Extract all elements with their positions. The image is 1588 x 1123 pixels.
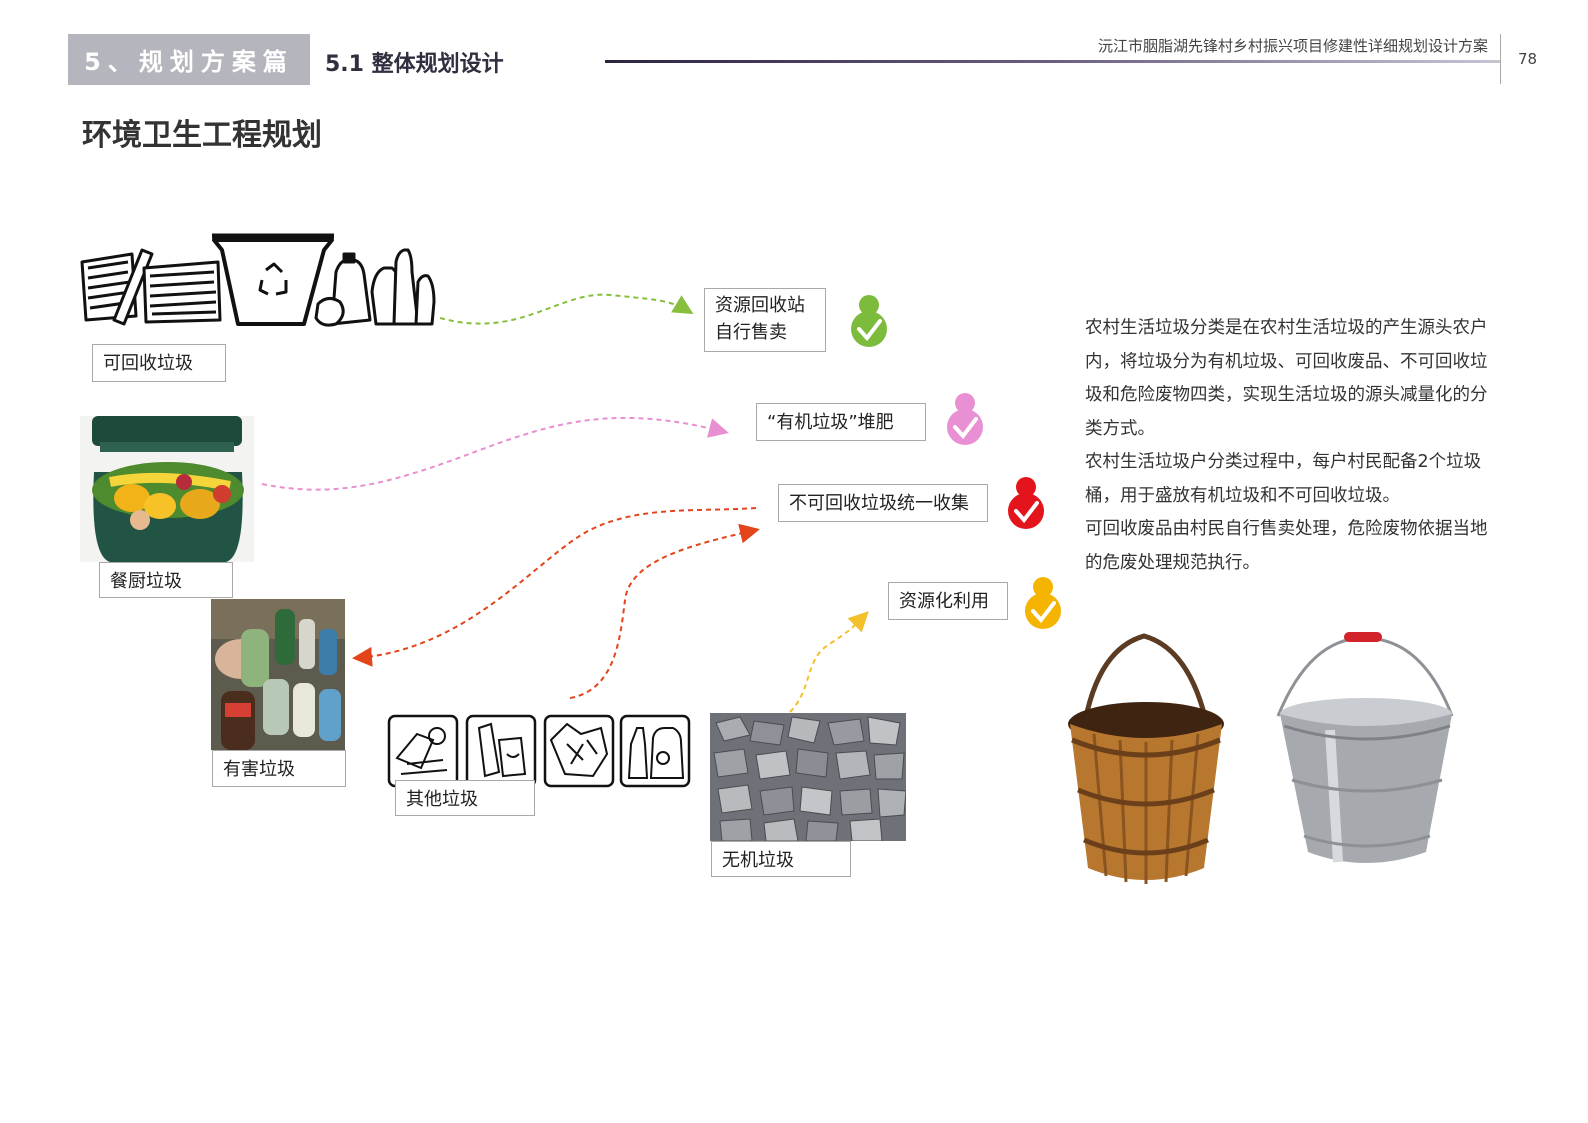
pink-person-check-icon — [947, 393, 983, 445]
other-waste-label: 其他垃圾 — [395, 780, 535, 816]
kitchen-waste-photo — [80, 416, 254, 562]
gold-person-check-icon — [1025, 577, 1061, 629]
recycle-station-label: 资源回收站 自行售卖 — [704, 288, 826, 352]
hazardous-waste-label: 有害垃圾 — [212, 750, 346, 787]
inorganic-waste-label: 无机垃圾 — [711, 841, 851, 877]
hazardous-flow-arrow — [352, 507, 757, 667]
recyclable-waste-label: 可回收垃圾 — [92, 344, 226, 382]
document-title: 沅江市胭脂湖先锋村乡村振兴项目修建性详细规划设计方案 — [1097, 37, 1488, 55]
description-paragraph-2: 农村生活垃圾户分类过程中，每户村民配备2个垃圾桶，用于盛放有机垃圾和不可回收垃圾… — [1085, 452, 1482, 506]
description-paragraph-1: 农村生活垃圾分类是在农村生活垃圾的产生源头农户内，将垃圾分为有机垃圾、可回收废品… — [1085, 318, 1488, 439]
description-text: 农村生活垃圾分类是在农村生活垃圾的产生源头农户内，将垃圾分为有机垃圾、可回收废品… — [1085, 312, 1495, 580]
header-divider — [1500, 34, 1501, 84]
hazardous-waste-photo — [211, 599, 345, 750]
compost-label: “有机垃圾”堆肥 — [756, 403, 926, 441]
kitchen-flow-arrow — [261, 416, 729, 491]
kitchen-waste-label: 餐厨垃圾 — [99, 562, 233, 598]
other-flow-arrow — [569, 523, 760, 699]
section-tag: 5、规划方案篇 — [68, 34, 310, 85]
metal-bucket-image — [1276, 632, 1454, 863]
recycle-station-line2: 自行售卖 — [715, 322, 787, 343]
recycle-station-line1: 资源回收站 — [715, 295, 805, 316]
subsection-title: 5.1 整体规划设计 — [325, 52, 504, 77]
page-title: 环境卫生工程规划 — [82, 118, 322, 153]
recyclable-waste-illustration — [80, 233, 436, 327]
unified-collection-label: 不可回收垃圾统一收集 — [778, 484, 988, 522]
page-number: 78 — [1518, 50, 1538, 68]
green-person-check-icon — [851, 295, 887, 347]
header-rule — [605, 60, 1500, 63]
red-person-check-icon — [1008, 477, 1044, 529]
other-waste-icons — [387, 714, 691, 788]
wooden-bucket-image — [1068, 633, 1224, 884]
description-paragraph-3: 可回收废品由村民自行售卖处理，危险废物依据当地的危废处理规范执行。 — [1085, 519, 1488, 573]
resource-use-label: 资源化利用 — [888, 582, 1008, 620]
inorganic-flow-arrow — [789, 611, 869, 713]
inorganic-waste-photo — [710, 713, 906, 841]
recyclable-flow-arrow — [439, 293, 694, 325]
